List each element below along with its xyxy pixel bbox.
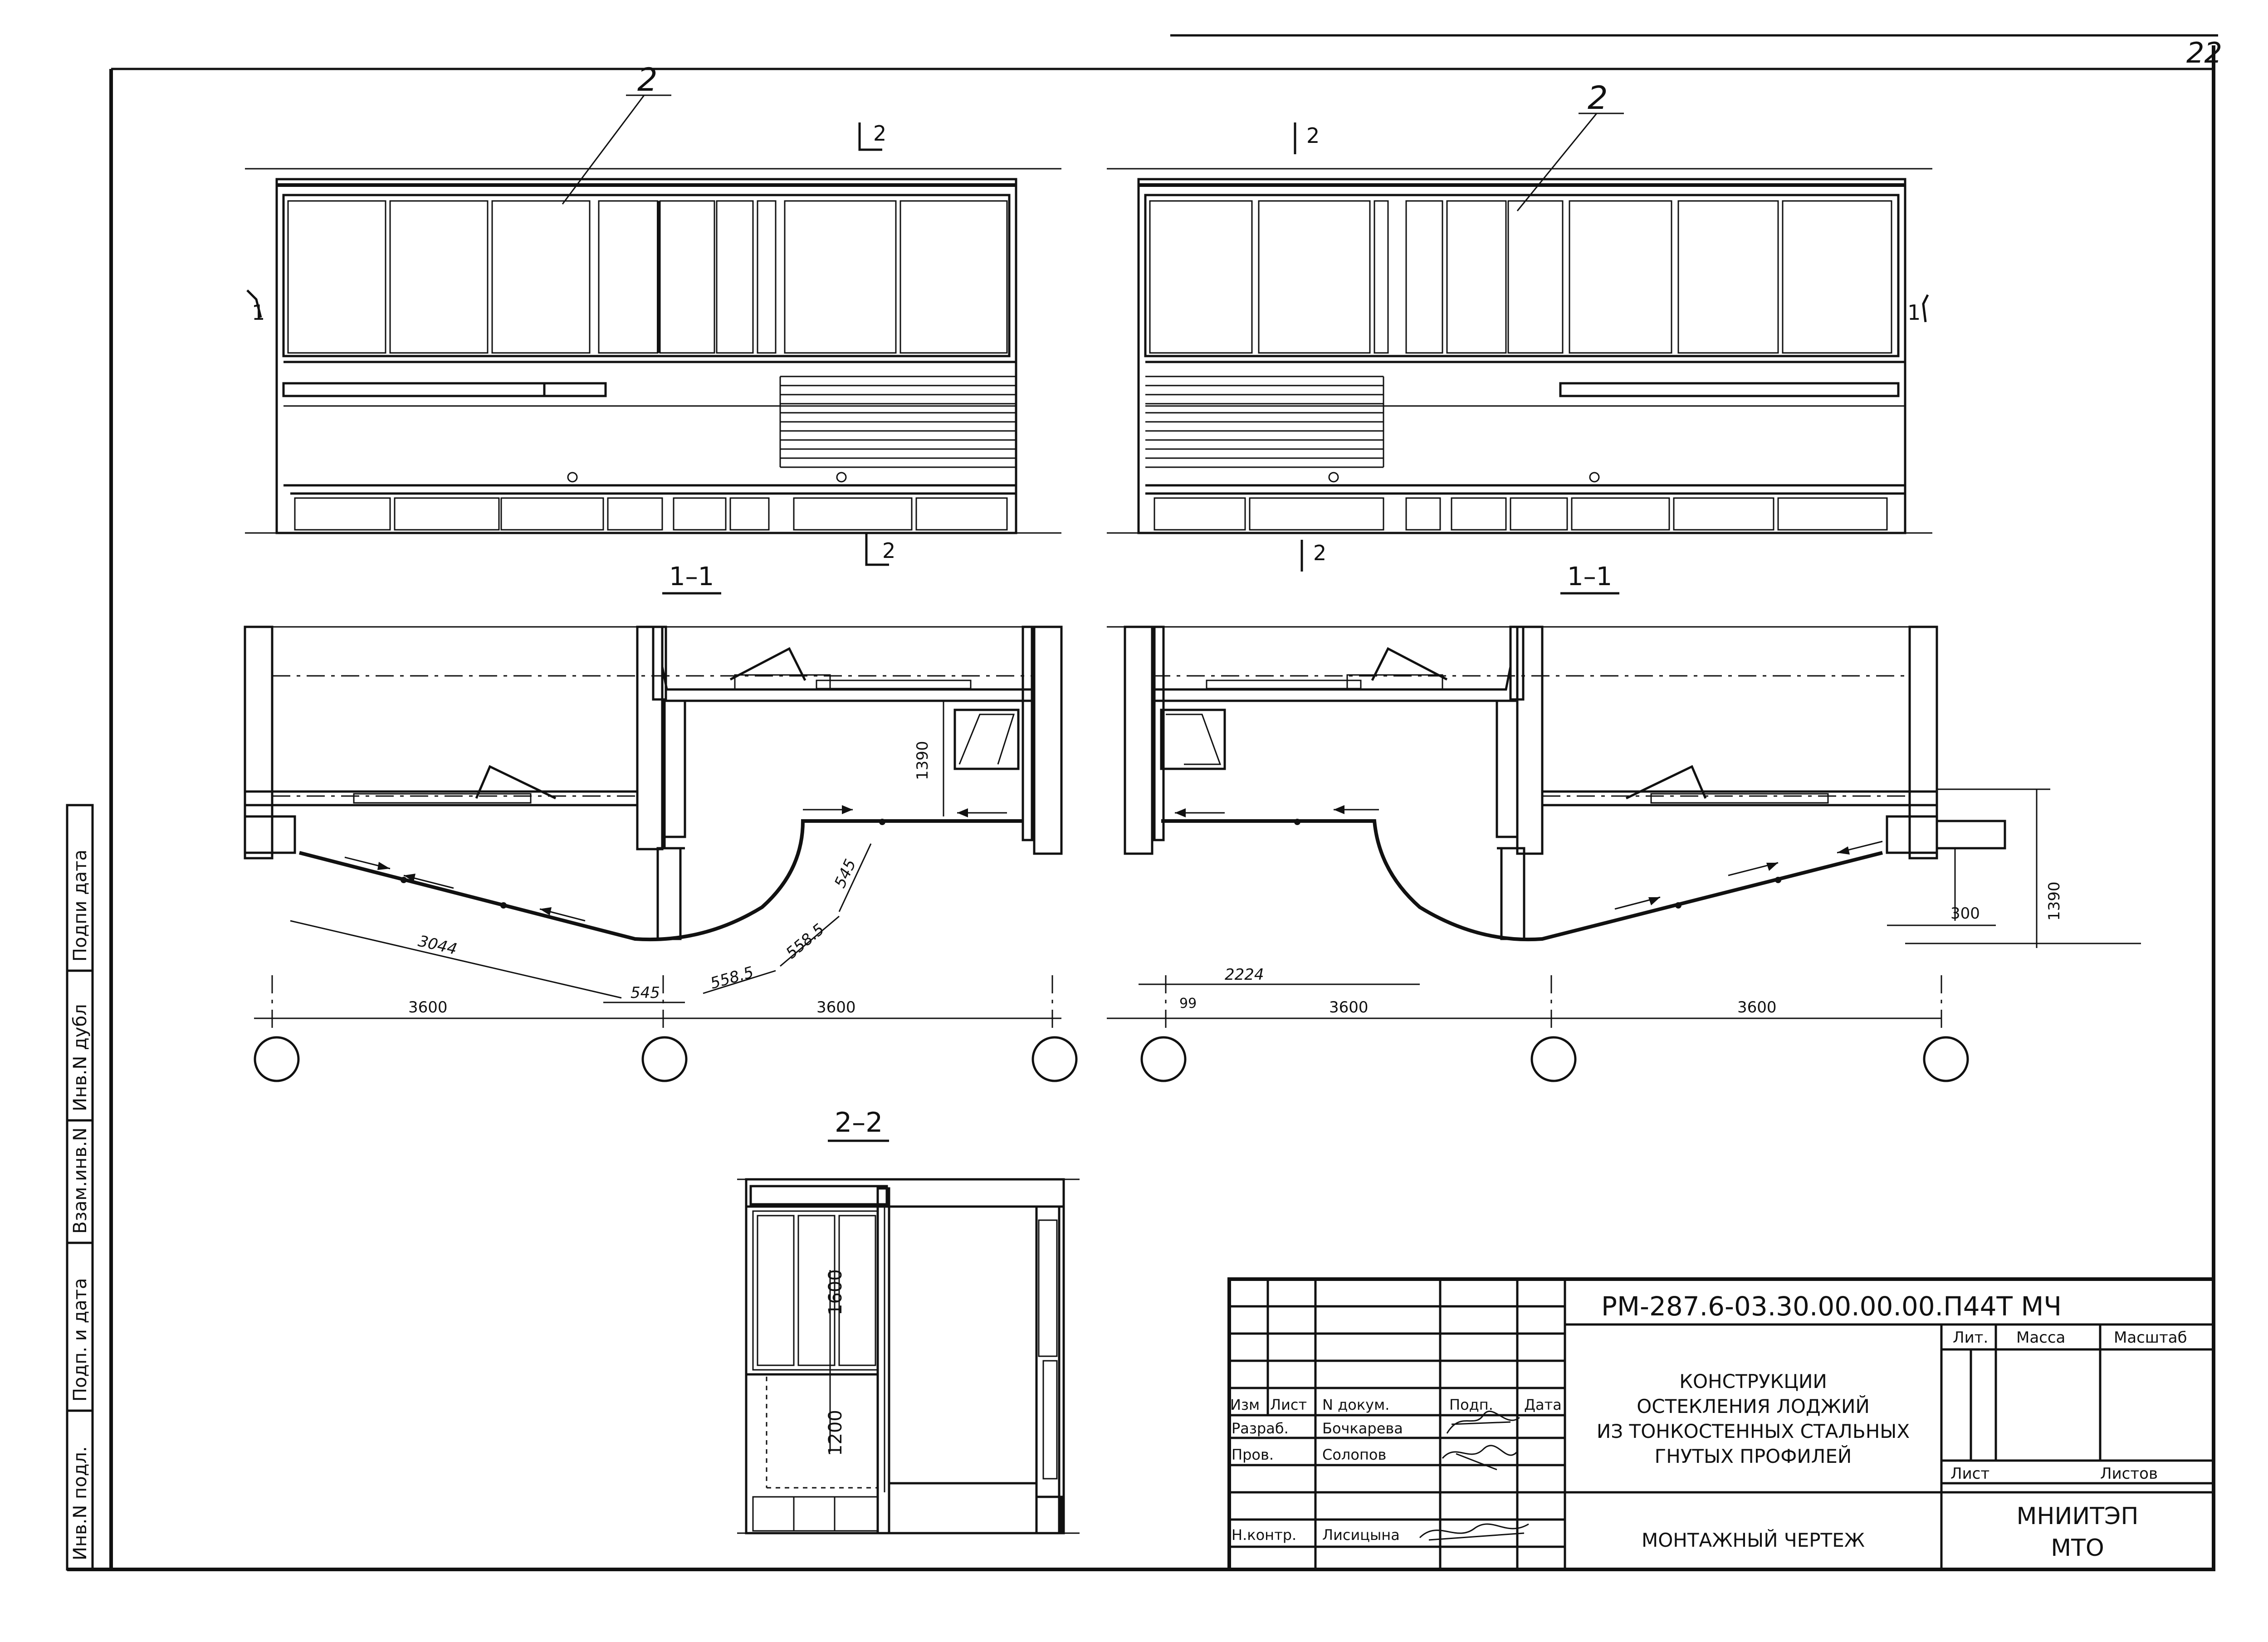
lit-label: Лит.	[1953, 1329, 1988, 1347]
grid-axis-marker	[1923, 1036, 1969, 1082]
plan-right-dim-3600-b: 3600	[1737, 998, 1777, 1016]
stamp-signature-date: Подпи дата	[70, 850, 91, 962]
name-developer: Бочкарева	[1322, 1420, 1403, 1437]
stamp-dup-inv: Инв.N дубл	[70, 1004, 91, 1111]
plan-left-title: 1–1	[669, 562, 714, 591]
plan-right-dim-99: 99	[1179, 996, 1197, 1012]
grid-axis-marker	[1140, 1036, 1187, 1082]
sheet-label: Лист	[1950, 1465, 1989, 1483]
page-number: 22	[2186, 36, 2222, 69]
signature-norm-control	[1419, 1523, 1529, 1541]
stamp-sign-and-date: Подп. и дата	[70, 1278, 91, 1402]
plan-right-dim-2224: 2224	[1225, 966, 1264, 984]
elevation-left-callout: 2	[637, 61, 658, 98]
elevation-right-mark-2-top: 2	[1306, 123, 1320, 148]
plan-right-dim-1390: 1390	[2045, 881, 2063, 921]
elevation-right-mark-1: 1	[1907, 300, 1921, 325]
elevation-left-mark-2-bottom: 2	[882, 538, 895, 563]
plan-left-dim-558-upper: 558.5	[782, 920, 828, 963]
col-doc-no: N докум.	[1322, 1396, 1389, 1413]
scale-label: Масштаб	[2114, 1329, 2187, 1347]
plan-left-dim-3600-b: 3600	[816, 998, 856, 1016]
plan-left-dim-545: 545	[631, 984, 660, 1002]
elevation-left: 2 2 2 1	[245, 61, 1061, 566]
section-2-dim-1600: 1600	[825, 1269, 846, 1315]
grid-axis-marker	[1530, 1036, 1577, 1082]
name-norm-control: Лисицына	[1322, 1526, 1400, 1544]
grid-axis-marker	[1031, 1036, 1078, 1082]
plan-right-title: 1–1	[1567, 562, 1612, 591]
col-signature: Подп.	[1449, 1396, 1493, 1413]
title-block: РМ-287.6-03.30.00.00.00.П44Т МЧ КОНСТРУК…	[1227, 1277, 2215, 1571]
plan-left-dim-3600-a: 3600	[408, 998, 448, 1016]
title-line-2: ОСТЕКЛЕНИЯ ЛОДЖИЙ	[1637, 1395, 1870, 1417]
name-checker: Солопов	[1322, 1446, 1386, 1463]
org-name: МНИИТЭП	[2017, 1503, 2139, 1530]
stamp-orig-inv: Инв.N подл.	[70, 1446, 91, 1560]
plan-left-dim-545-upper: 545	[831, 856, 860, 891]
plan-left-dim-3044: 3044	[416, 932, 459, 958]
doc-code: РМ-287.6-03.30.00.00.00.П44Т МЧ	[1601, 1291, 2062, 1322]
plan-right: 1–1	[1107, 562, 2141, 1082]
col-change: Изм	[1230, 1396, 1260, 1413]
side-stamp: Подпи дата Инв.N дубл Взам.инв.N Подп. и…	[66, 804, 94, 1571]
elevation-right-mark-2-bottom: 2	[1313, 541, 1326, 565]
elevation-left-mark-2-top: 2	[873, 121, 886, 146]
section-2-dim-1200: 1200	[825, 1410, 846, 1456]
section-2-title: 2–2	[835, 1107, 883, 1139]
signature-checker	[1442, 1445, 1518, 1471]
role-norm-control: Н.контр.	[1232, 1526, 1296, 1544]
title-line-1: КОНСТРУКЦИИ	[1679, 1370, 1827, 1393]
signature-developer	[1446, 1411, 1520, 1434]
grid-axis-marker	[641, 1036, 688, 1082]
section-2-2: 2–2 1600 1200	[737, 1107, 1080, 1534]
col-date: Дата	[1524, 1396, 1562, 1413]
plan-left-dim-1390: 1390	[914, 741, 932, 780]
drawing-type: МОНТАЖНЫЙ ЧЕРТЕЖ	[1642, 1529, 1865, 1551]
plan-right-dim-3600-a: 3600	[1329, 998, 1369, 1016]
title-line-3: ИЗ ТОНКОСТЕННЫХ СТАЛЬНЫХ	[1597, 1420, 1910, 1442]
grid-axis-marker	[254, 1036, 300, 1082]
col-sheet: Лист	[1270, 1396, 1307, 1413]
elevation-right-callout: 2	[1588, 79, 1608, 117]
org-dept: МТО	[2051, 1534, 2104, 1562]
stamp-replaced-inv: Взам.инв.N	[70, 1128, 91, 1234]
plan-left: 1–1	[244, 562, 1078, 1082]
elevation-left-mark-1: 1	[252, 300, 265, 325]
plan-right-dim-300: 300	[1950, 904, 1980, 923]
title-line-4: ГНУТЫХ ПРОФИЛЕЙ	[1655, 1445, 1852, 1467]
sheets-label: Листов	[2100, 1465, 2158, 1483]
mass-label: Масса	[2016, 1329, 2065, 1347]
plan-left-dim-558-lower: 558.5	[708, 963, 756, 992]
role-developer: Разраб.	[1232, 1420, 1289, 1437]
role-checker: Пров.	[1232, 1446, 1274, 1463]
elevation-right: 2 2 2 1	[1107, 79, 1932, 572]
